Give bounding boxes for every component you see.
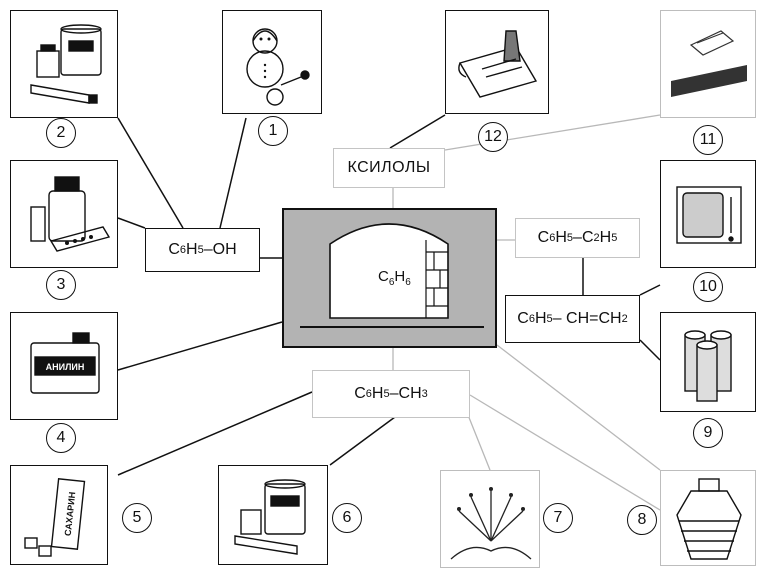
carboy-product-box xyxy=(660,470,756,566)
saccharin-product-box: САХАРИН xyxy=(10,465,108,565)
explosion-icon xyxy=(450,487,532,560)
number-2: 2 xyxy=(46,118,76,148)
medicine-bottle-icon xyxy=(30,176,111,252)
saccharin-box-icon: САХАРИН xyxy=(24,478,86,557)
fabric-roll-icon xyxy=(458,30,538,98)
explosive-product-box xyxy=(440,470,540,568)
jars-and-tube-icon xyxy=(30,24,102,104)
television-product-box xyxy=(660,160,756,268)
fabric-product-box xyxy=(445,10,549,114)
aniline-label: АНИЛИН xyxy=(46,362,85,372)
television-icon xyxy=(676,186,742,244)
lacquer-product-box xyxy=(218,465,328,565)
number-10: 10 xyxy=(693,272,723,302)
number-9: 9 xyxy=(693,418,723,448)
paint-cans-icon xyxy=(234,479,306,555)
benzene-center-box: C6H6 xyxy=(282,208,497,348)
saccharin-label: САХАРИН xyxy=(63,491,78,536)
toy-product-box xyxy=(222,10,322,114)
number-3: 3 xyxy=(46,270,76,300)
number-4: 4 xyxy=(46,423,76,453)
number-1: 1 xyxy=(258,116,288,146)
number-11: 11 xyxy=(693,125,723,155)
rubber-sheet-icon xyxy=(671,30,747,97)
xylenes-label: КСИЛОЛЫ xyxy=(333,148,445,188)
furnace-icon xyxy=(300,223,484,328)
cylinders-icon xyxy=(684,330,732,402)
number-6: 6 xyxy=(332,503,362,533)
number-7: 7 xyxy=(543,503,573,533)
aniline-can-icon: АНИЛИН xyxy=(30,332,100,394)
number-12: 12 xyxy=(478,122,508,152)
synthetic-rubber-product-box xyxy=(660,10,756,118)
medicine-product-box xyxy=(10,160,118,268)
number-8: 8 xyxy=(627,505,657,535)
aniline-product-box: АНИЛИН xyxy=(10,312,118,420)
number-5: 5 xyxy=(122,503,152,533)
carboy-icon xyxy=(676,478,742,560)
ointment-product-box xyxy=(10,10,118,118)
polystyrene-product-box xyxy=(660,312,756,412)
rattle-toy-icon xyxy=(246,28,310,106)
benzene-formula: C6H6 xyxy=(378,268,411,288)
